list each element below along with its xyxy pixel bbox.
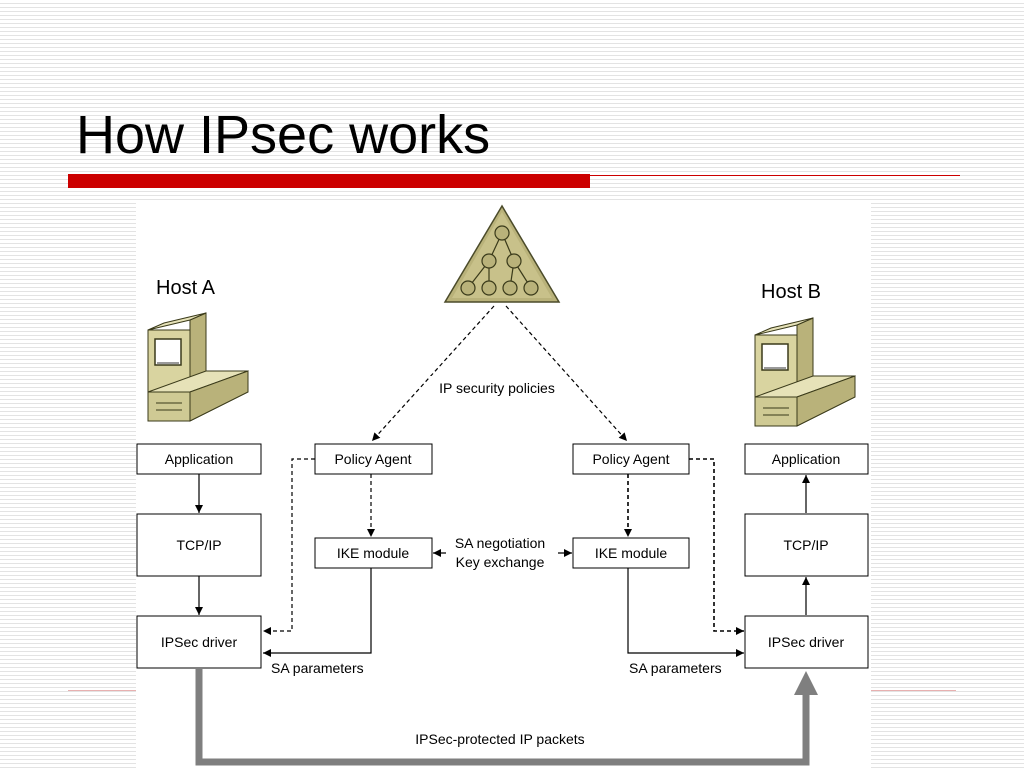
ipsec-driver-box-b: IPSec driver xyxy=(744,615,869,669)
ip-security-policies-label: IP security policies xyxy=(439,380,555,396)
ipsec-driver-box-a: IPSec driver xyxy=(136,615,262,669)
application-box-a: Application xyxy=(136,443,262,475)
svg-text:IPSec driver: IPSec driver xyxy=(161,634,238,650)
policy-agent-box-a: Policy Agent xyxy=(314,443,433,475)
tcpip-box-b: TCP/IP xyxy=(744,513,869,577)
svg-text:IPSec driver: IPSec driver xyxy=(768,634,845,650)
sa-parameters-label-b: SA parameters xyxy=(629,660,722,676)
key-exchange-label: Key exchange xyxy=(456,554,545,570)
svg-text:TCP/IP: TCP/IP xyxy=(176,537,221,553)
protected-packets-pipe xyxy=(195,668,818,766)
title-underline-bar xyxy=(68,174,590,188)
svg-text:Policy Agent: Policy Agent xyxy=(334,451,411,467)
ipsec-diagram: Host A Host B IP security policies xyxy=(136,201,871,768)
tcpip-box-a: TCP/IP xyxy=(136,513,262,577)
svg-text:Application: Application xyxy=(772,451,841,467)
footer-rule-right xyxy=(871,690,956,691)
host-a-computer-icon xyxy=(147,312,249,422)
svg-text:Policy Agent: Policy Agent xyxy=(592,451,669,467)
protected-packets-label: IPSec-protected IP packets xyxy=(415,731,584,747)
ike-module-box-b: IKE module xyxy=(572,537,690,569)
policy-to-driver-link-b xyxy=(689,458,744,635)
sa-parameters-label-a: SA parameters xyxy=(271,660,364,676)
application-box-b: Application xyxy=(744,443,869,475)
host-b-label: Host B xyxy=(761,281,821,303)
slide-title: How IPsec works xyxy=(76,105,491,165)
svg-text:Application: Application xyxy=(165,451,234,467)
sa-parameters-link-b xyxy=(627,568,744,657)
footer-rule-left xyxy=(68,690,136,691)
policy-agent-box-b: Policy Agent xyxy=(572,443,690,475)
sa-negotiation-label: SA negotiation xyxy=(455,535,545,551)
svg-text:IKE module: IKE module xyxy=(595,545,668,561)
policy-link-right xyxy=(505,305,628,442)
svg-text:TCP/IP: TCP/IP xyxy=(783,537,828,553)
title-underline-rule xyxy=(590,175,960,176)
host-b-computer-icon xyxy=(754,317,856,427)
policy-link-left xyxy=(371,305,495,442)
sa-parameters-link-a xyxy=(263,568,372,657)
policy-to-driver-link-a xyxy=(263,458,315,635)
svg-text:IKE module: IKE module xyxy=(337,545,410,561)
host-a-label: Host A xyxy=(156,277,216,299)
policy-store-triangle-icon xyxy=(443,204,561,303)
ike-module-box-a: IKE module xyxy=(314,537,433,569)
